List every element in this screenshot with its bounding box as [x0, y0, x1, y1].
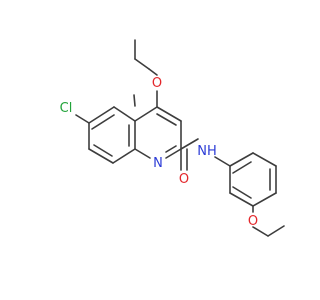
bond: [252, 226, 269, 237]
bond: [267, 225, 285, 237]
bond: [232, 161, 252, 174]
carbonyl-oxygen-label: O: [179, 172, 189, 187]
bond-layer: [75, 39, 285, 237]
bond: [93, 144, 113, 157]
ethoxy-oxygen-right-label: O: [248, 214, 258, 229]
amide-nh-label: NH: [197, 144, 217, 159]
bond: [134, 106, 158, 122]
bond: [75, 114, 90, 124]
bond: [229, 192, 254, 207]
bond: [229, 152, 254, 167]
bond: [156, 106, 182, 122]
bond: [252, 192, 277, 207]
bond: [232, 186, 252, 199]
bond: [88, 148, 114, 164]
bond: [165, 145, 177, 153]
chlorine-label: Cl: [60, 101, 73, 116]
ethoxy-oxygen-top-label: O: [152, 76, 162, 91]
atom-labels: Cl O N O NH O: [60, 76, 258, 229]
bond: [133, 94, 136, 107]
bond: [214, 156, 231, 167]
molecule-diagram: Cl O N O NH O: [60, 39, 285, 237]
bond: [165, 148, 182, 159]
bond: [134, 58, 150, 70]
bond: [91, 114, 115, 130]
bond: [148, 68, 158, 76]
bond: [156, 113, 177, 126]
ring-nitrogen-label: N: [153, 156, 163, 171]
molecule-structure: Cl O N O NH O: [60, 39, 285, 237]
bond: [88, 106, 115, 124]
bond: [112, 148, 136, 164]
bond: [252, 152, 277, 167]
bond: [180, 138, 199, 150]
bond: [113, 106, 136, 122]
bond: [134, 148, 151, 159]
